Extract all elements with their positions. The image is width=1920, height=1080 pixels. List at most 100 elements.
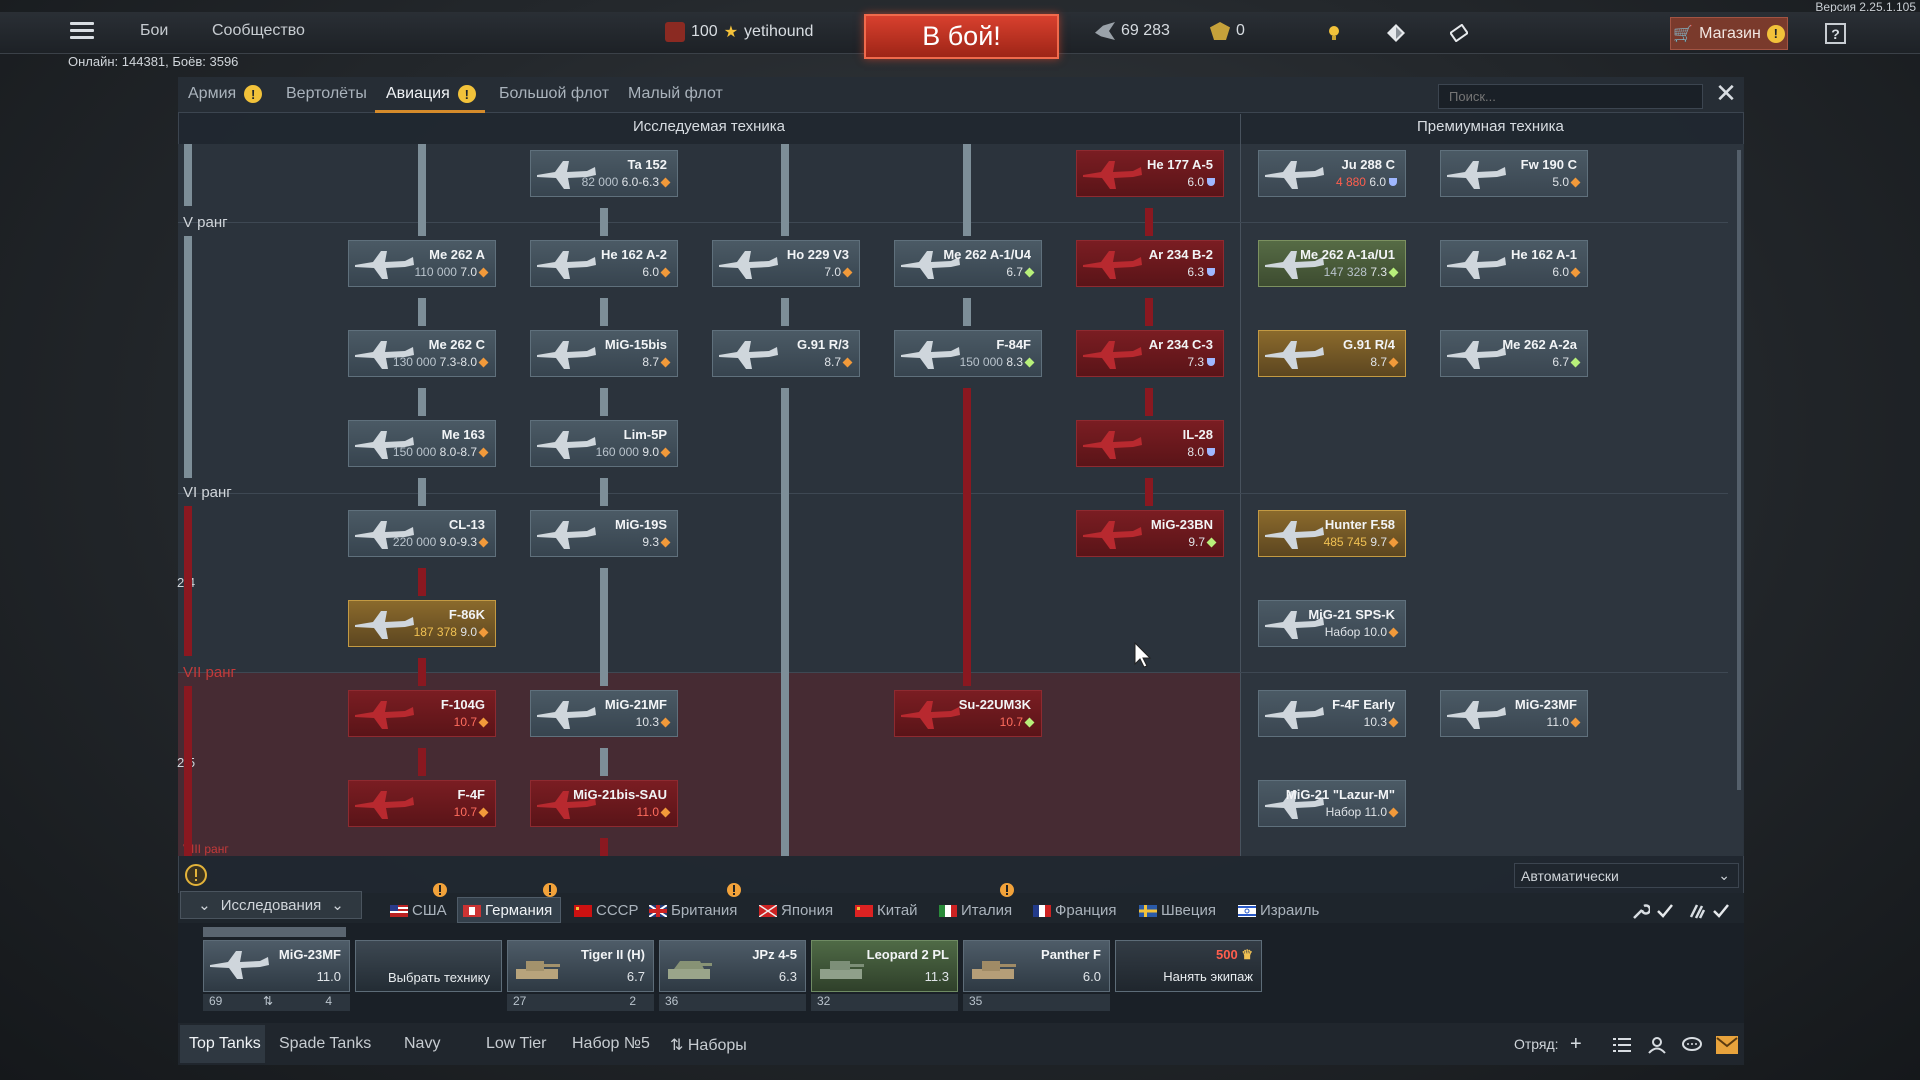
checkmark-icon[interactable] (1712, 902, 1730, 920)
vehicle-mig23bn[interactable]: MiG-23BN 9.7 (1076, 510, 1224, 557)
vehicle-mig21mf[interactable]: MiG-21MF 10.3 (530, 690, 678, 737)
preset-set-5[interactable]: Набор №5 (572, 1035, 650, 1052)
coupon-icon[interactable] (1450, 24, 1468, 42)
presets-button[interactable]: ⇅ Наборы (670, 1035, 747, 1055)
vehicle-mig19s[interactable]: MiG-19S 9.3 (530, 510, 678, 557)
nation-germany[interactable]: Германия (463, 902, 552, 919)
menu-icon[interactable] (70, 22, 94, 40)
ammo-icon[interactable] (1688, 902, 1706, 920)
vehicle-me262c[interactable]: Me 262 C 130 000 7.3-8.0 (348, 330, 496, 377)
vehicle-ta152[interactable]: Ta 152 82 000 6.0-6.3 (530, 150, 678, 197)
vehicle-he177[interactable]: He 177 A-5 6.0 (1076, 150, 1224, 197)
researches-button[interactable]: ⌄Исследования⌄ (180, 891, 362, 919)
vehicle-su22um3k[interactable]: Su-22UM3K 10.7 (894, 690, 1042, 737)
crew-slot[interactable]: MiG-23MF 11.0 (203, 940, 350, 992)
tab-bluewater-fleet[interactable]: Большой флот (499, 85, 609, 103)
crew-slot[interactable]: Panther F 6.0 (963, 940, 1110, 992)
mail-icon[interactable] (1716, 1036, 1738, 1054)
hire-crew-slot[interactable]: 500 ♛ Нанять экипаж (1115, 940, 1262, 992)
vehicle-f4f[interactable]: F-4F 10.7 (348, 780, 496, 827)
scrollbar[interactable] (1737, 150, 1741, 790)
vehicle-f4f-early[interactable]: F-4F Early 10.3 (1258, 690, 1406, 737)
vehicle-me262a1u4[interactable]: Me 262 A-1/U4 6.7 (894, 240, 1042, 287)
vehicle-cl13[interactable]: CL-13 220 000 9.0-9.3 (348, 510, 496, 557)
vehicle-mig21bis-sau[interactable]: MiG-21bis-SAU 11.0 (530, 780, 678, 827)
tree-link (418, 478, 426, 506)
search-input[interactable] (1438, 84, 1703, 109)
crew-slot[interactable]: JPz 4-5 6.3 (659, 940, 806, 992)
nation-ussr[interactable]: СССР (574, 902, 639, 919)
nation-france[interactable]: Франция (1033, 902, 1116, 919)
silver-lion-icon (1095, 22, 1115, 40)
nation-italy[interactable]: Италия (939, 902, 1012, 919)
nation-britain[interactable]: Британия (649, 902, 737, 919)
wrench-icon[interactable] (1632, 902, 1650, 920)
vehicle-name: IL-28 (1182, 427, 1213, 442)
vehicle-mig21-lazur[interactable]: MiG-21 "Lazur-M" Набор 11.0 (1258, 780, 1406, 827)
tab-army[interactable]: Армия! (188, 85, 263, 103)
chat-icon[interactable] (1682, 1036, 1702, 1054)
nation-sweden[interactable]: Швеция (1139, 902, 1216, 919)
vehicle-me262a2a[interactable]: Me 262 A-2a 6.7 (1440, 330, 1588, 377)
shop-button[interactable]: 🛒 Магазин ! (1670, 17, 1788, 50)
nation-china[interactable]: Китай (855, 902, 918, 919)
vehicle-ju288[interactable]: Ju 288 C 4 880 6.0 (1258, 150, 1406, 197)
tab-helicopters[interactable]: Вертолёты (286, 85, 367, 103)
add-squad-icon[interactable]: + (1570, 1033, 1582, 1055)
list-icon[interactable] (1612, 1036, 1632, 1054)
vehicle-g91r3[interactable]: G.91 R/3 8.7 (712, 330, 860, 377)
warning-icon[interactable] (185, 864, 207, 886)
vehicle-me163[interactable]: Me 163 150 000 8.0-8.7 (348, 420, 496, 467)
nav-battles[interactable]: Бои (140, 22, 169, 39)
to-battle-button[interactable]: В бой! (864, 14, 1059, 59)
nav-community[interactable]: Сообщество (212, 22, 305, 39)
preset-spade-tanks[interactable]: Spade Tanks (279, 1035, 372, 1052)
vehicle-f84f[interactable]: F-84F 150 000 8.3 (894, 330, 1042, 377)
battle-rating: 11.0 (636, 805, 659, 819)
lightbulb-icon[interactable] (1325, 24, 1343, 42)
vehicle-f86k[interactable]: F-86K 187 378 9.0 (348, 600, 496, 647)
vehicle-he162a1[interactable]: He 162 A-1 6.0 (1440, 240, 1588, 287)
vehicle-he162a2[interactable]: He 162 A-2 6.0 (530, 240, 678, 287)
contacts-icon[interactable] (1647, 1036, 1667, 1054)
nation-japan[interactable]: Япония (759, 902, 833, 919)
battle-rating: 10.7 (453, 715, 477, 729)
vehicle-ho229[interactable]: Ho 229 V3 7.0 (712, 240, 860, 287)
vehicle-g91r4[interactable]: G.91 R/4 8.7 (1258, 330, 1406, 377)
preset-low-tier[interactable]: Low Tier (486, 1035, 547, 1052)
tree-link (418, 144, 426, 236)
vehicle-me262a1a[interactable]: Me 262 A-1a/U1 147 328 7.3 (1258, 240, 1406, 287)
progress-rail (184, 144, 192, 206)
vehicle-f104g[interactable]: F-104G 10.7 (348, 690, 496, 737)
nation-usa[interactable]: США (390, 902, 447, 919)
preset-navy[interactable]: Navy (404, 1035, 441, 1052)
tab-aviation[interactable]: Авиация! (386, 85, 476, 103)
player-info[interactable]: 100 ★ yetihound (665, 22, 813, 42)
vehicle-me262a[interactable]: Me 262 A 110 000 7.0 (348, 240, 496, 287)
vehicle-mig15bis[interactable]: MiG-15bis 8.7 (530, 330, 678, 377)
checkmark-icon[interactable] (1656, 902, 1674, 920)
auto-select-dropdown[interactable]: Автоматически⌄ (1514, 863, 1739, 888)
crew-slot[interactable]: Leopard 2 PL 11.3 (811, 940, 958, 992)
golden-eagles[interactable]: 0 (1210, 22, 1245, 40)
tab-label: Малый флот (628, 85, 723, 102)
vehicle-fw190c[interactable]: Fw 190 C 5.0 (1440, 150, 1588, 197)
vehicle-ar234b2[interactable]: Ar 234 B-2 6.3 (1076, 240, 1224, 287)
vehicle-mig23mf-premium[interactable]: MiG-23MF 11.0 (1440, 690, 1588, 737)
tab-coastal-fleet[interactable]: Малый флот (628, 85, 723, 103)
close-icon[interactable]: ✕ (1715, 78, 1737, 108)
vehicle-mig21spsk[interactable]: MiG-21 SPS-K Набор 10.0 (1258, 600, 1406, 647)
nation-israel[interactable]: Израиль (1238, 902, 1319, 919)
vehicle-lim5p[interactable]: Lim-5P 160 000 9.0 (530, 420, 678, 467)
preset-top-tanks[interactable]: Top Tanks (189, 1035, 261, 1052)
help-button[interactable]: ? (1825, 23, 1846, 44)
diamond-icon[interactable] (1387, 24, 1405, 42)
choose-vehicle-slot[interactable]: Выбрать технику (355, 940, 502, 992)
swap-icon[interactable]: ⇅ (263, 994, 274, 1008)
vehicle-il28[interactable]: IL-28 8.0 (1076, 420, 1224, 467)
crew-slot[interactable]: Tiger II (H) 6.7 (507, 940, 654, 992)
tree-link (1145, 208, 1153, 236)
vehicle-ar234c3[interactable]: Ar 234 C-3 7.3 (1076, 330, 1224, 377)
vehicle-hunter[interactable]: Hunter F.58 485 745 9.7 (1258, 510, 1406, 557)
battle-rating: 9.0 (642, 445, 659, 459)
